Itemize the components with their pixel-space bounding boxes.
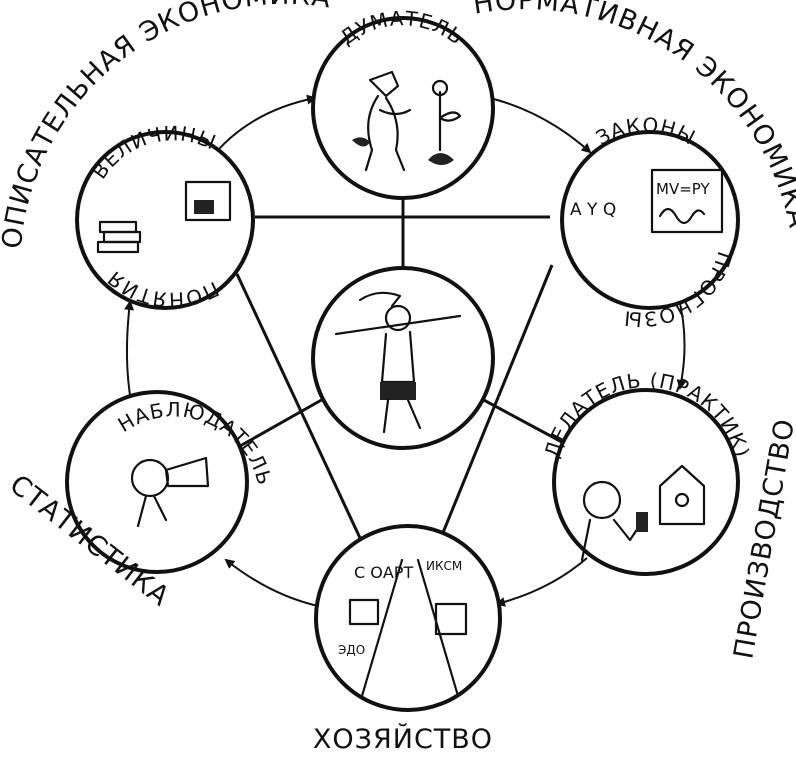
laws-symbols: A Y Q (570, 200, 616, 220)
buildings-icon (348, 598, 468, 636)
thinker-figure-icon (352, 70, 412, 172)
economy-tag: ЭДО (338, 643, 365, 657)
node-doer: ДЕЛАТЕЛЬ (ПРАКТИК) (539, 368, 753, 576)
flower-icon (428, 79, 462, 165)
formula-board-icon: MV=PY (650, 168, 724, 234)
node-economy: С ОАРТ ИКСМ ЭДО (314, 524, 502, 712)
formula-text: MV=PY (656, 180, 710, 198)
computer-icon (184, 180, 232, 222)
telescope-observer-icon (130, 456, 210, 528)
books-icon (96, 220, 142, 254)
household-label: ХОЗЯЙСТВО (313, 723, 493, 755)
economy-label: С ОАРТ (354, 563, 413, 582)
node-laws: ЗАКОНЫ ПРОГНОЗЫ MV=PY A Y Q (560, 113, 740, 332)
pointing-figure-icon (334, 291, 462, 434)
node-thinker: ДУМАТЕЛЬ (311, 6, 495, 200)
economy-sublabel: ИКСМ (426, 559, 462, 573)
road-icon (360, 558, 460, 698)
node-center (311, 266, 495, 450)
node-concepts: ВЕЛИЧИНЫ ПОНЯТИЯ (75, 121, 255, 312)
birdhouse-icon (658, 464, 706, 526)
worker-figure-icon (580, 480, 648, 562)
node-observer: НАБЛЮДАТЕЛЬ (65, 390, 276, 574)
